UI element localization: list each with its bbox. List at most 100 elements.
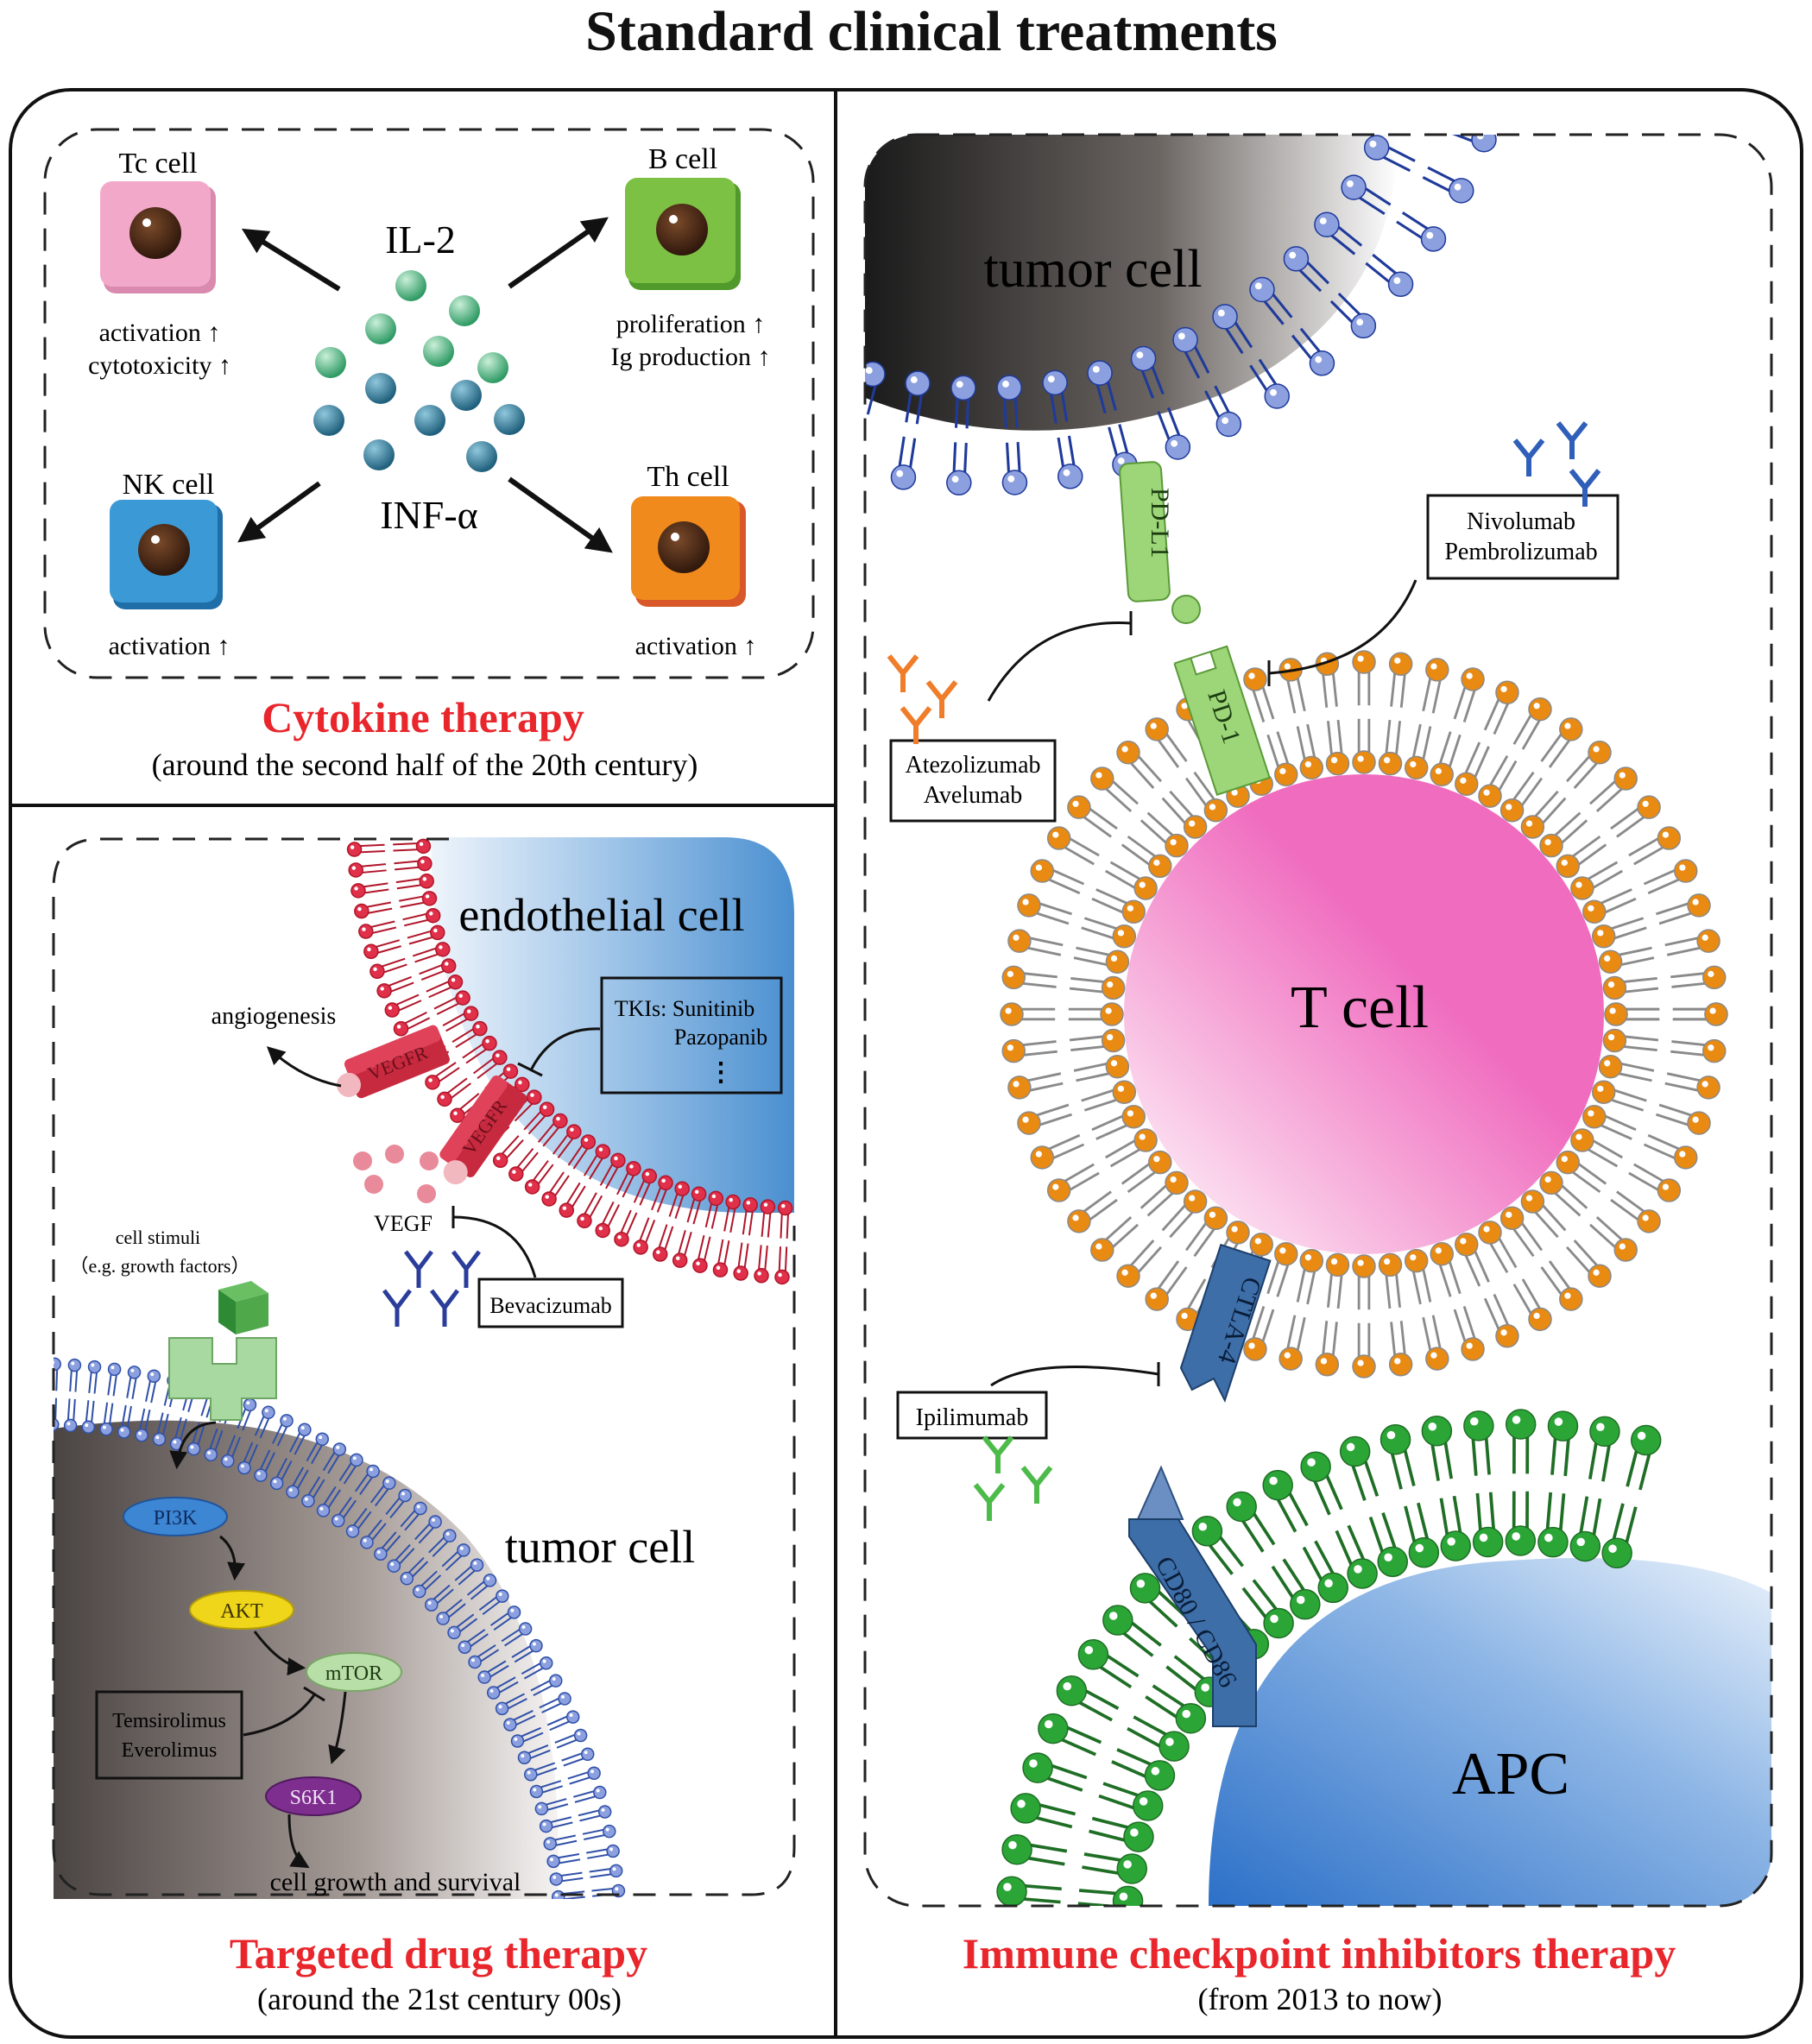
lipid [1664, 1072, 1720, 1100]
arrow-pi3k-akt [219, 1535, 246, 1581]
lipid [1296, 1248, 1324, 1305]
lipid [1073, 1054, 1130, 1082]
lipid [301, 1476, 325, 1508]
lipid [1241, 1579, 1294, 1639]
lipid [412, 942, 451, 963]
lipid [1161, 1189, 1208, 1239]
lipid [509, 9, 562, 34]
lipid [582, 1824, 616, 1840]
lipid [1463, 1410, 1494, 1476]
lipid [152, 1412, 169, 1447]
arrow-akt-mtor [253, 1631, 306, 1676]
lipid [517, 1744, 551, 1764]
lipid [441, 1543, 470, 1571]
lipid [668, 1181, 690, 1220]
b-cell-label: B cell [648, 143, 717, 175]
lipid [306, 1432, 330, 1465]
tc-cell-icon [100, 181, 216, 293]
lipid [486, 1676, 519, 1700]
akt-node [189, 1590, 294, 1630]
tc-cell-label: Tc cell [118, 148, 197, 180]
lipid [272, 1414, 294, 1447]
lipid [1121, 835, 1172, 879]
lipid [428, 1529, 457, 1557]
lipid [400, 1501, 427, 1531]
atezolizumab-box [889, 739, 1057, 823]
checkpoint-era: (from 2013 to now) [1198, 1982, 1443, 2016]
lipid [1378, 1252, 1403, 1309]
lipid [1161, 790, 1208, 839]
lipid [1302, 1540, 1348, 1604]
lipid [1315, 1321, 1340, 1377]
lipid [732, 388, 767, 438]
lipid [286, 1467, 309, 1499]
lipid [462, 1035, 497, 1064]
tkis-inhibit-bar [517, 1062, 543, 1077]
lipid [524, 1160, 554, 1195]
lipid [1404, 1248, 1432, 1305]
lipid [539, 1816, 573, 1833]
b-effect-1: proliferation ↑ [616, 310, 765, 338]
cytokine-molecules [313, 270, 525, 472]
arrow-to-tc [241, 228, 341, 292]
lipid [652, 1224, 674, 1262]
lipid [1329, 292, 1377, 339]
lipid [1483, 680, 1519, 735]
lipid [338, 1453, 363, 1485]
lipid [1069, 975, 1126, 1000]
lipid [394, 855, 432, 872]
lipid [407, 924, 445, 945]
lipid [1422, 1315, 1449, 1371]
b-cell-icon [625, 178, 741, 290]
lipid [360, 1519, 387, 1549]
lipid [535, 98, 587, 129]
lipid [633, 1217, 656, 1255]
lipid [1105, 1128, 1158, 1168]
growth-survival-label: cell growth and survival [270, 1868, 521, 1896]
bevacizumab-inhibit-line [452, 1215, 537, 1278]
lipid [1069, 1028, 1126, 1053]
lipid [1472, 1492, 1504, 1558]
lipid [221, 1435, 241, 1468]
lipid [477, 1660, 509, 1684]
lipid [1656, 893, 1711, 925]
figure-title: Standard clinical treatments [585, 0, 1278, 63]
lipid [1430, 731, 1462, 787]
lipid [578, 1805, 612, 1822]
lipid [269, 1458, 293, 1491]
lipid [466, 1574, 497, 1600]
lipid [1300, 1451, 1343, 1516]
checkpoint-tumor-membrane [509, 5, 1513, 496]
tc-effect-1: activation ↑ [99, 319, 221, 347]
lipid [633, 1168, 658, 1206]
lipid [1010, 1793, 1076, 1829]
lipid [1664, 929, 1720, 956]
lipid [1279, 658, 1306, 714]
targeted-dashed-box [52, 837, 796, 1896]
lipid [1591, 917, 1647, 949]
lipid [546, 1853, 581, 1869]
lipid [1407, 5, 1460, 29]
tumor-cell-body [54, 1420, 559, 1899]
lipid [1082, 1852, 1147, 1884]
lipid [1404, 723, 1432, 780]
lipid [345, 1507, 372, 1538]
lipid [1455, 741, 1490, 796]
lipid [1249, 276, 1293, 325]
lipid [436, 1599, 466, 1625]
lipid [454, 1558, 484, 1586]
lipid [1130, 345, 1165, 399]
lipid [1453, 667, 1485, 722]
lipid [567, 1134, 597, 1170]
lipid [1042, 369, 1069, 424]
vegf-label: VEGF [374, 1211, 432, 1236]
lipid [723, 1194, 741, 1233]
lipid [400, 1556, 429, 1586]
lipid [126, 1366, 142, 1399]
tkis-box [600, 976, 783, 1095]
lipid [1461, 71, 1513, 98]
lipid [369, 957, 407, 980]
lipid [1038, 1713, 1102, 1757]
lipid [1537, 1492, 1569, 1558]
arrow-receptor-pi3k [169, 1421, 217, 1470]
